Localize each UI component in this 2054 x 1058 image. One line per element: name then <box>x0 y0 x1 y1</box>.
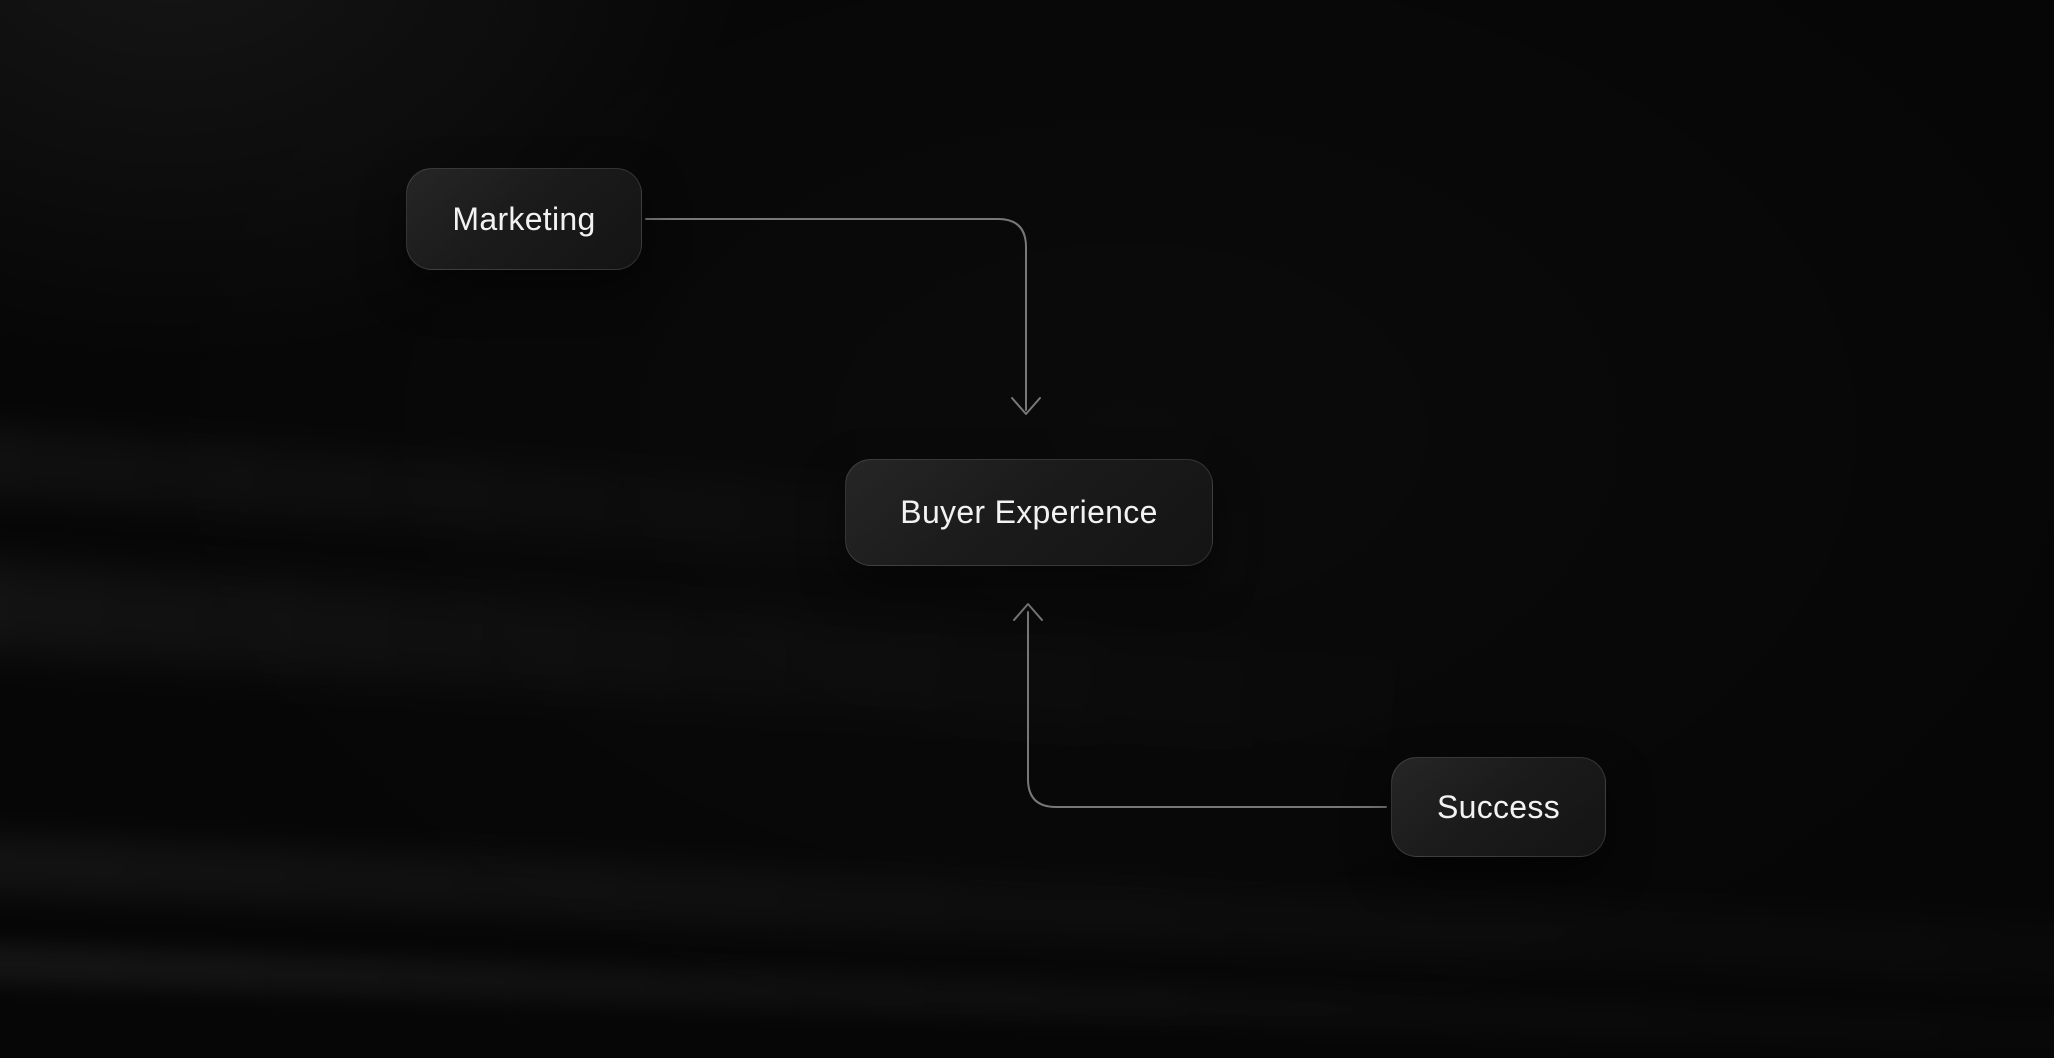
connectors-layer <box>645 218 1387 808</box>
node-buyer-experience[interactable]: Buyer Experience <box>845 459 1213 566</box>
connector-marketing-to-buyer-experience <box>645 218 1027 411</box>
arrowhead-down-icon <box>1011 397 1041 415</box>
node-buyer-experience-label: Buyer Experience <box>900 494 1158 530</box>
node-success-label: Success <box>1436 788 1561 825</box>
node-success[interactable]: Success <box>1391 757 1606 857</box>
node-marketing[interactable]: Marketing <box>406 168 642 270</box>
node-marketing-label: Marketing <box>452 200 596 237</box>
connector-success-to-buyer-experience <box>1027 611 1387 808</box>
arrowhead-up-icon <box>1013 603 1043 621</box>
